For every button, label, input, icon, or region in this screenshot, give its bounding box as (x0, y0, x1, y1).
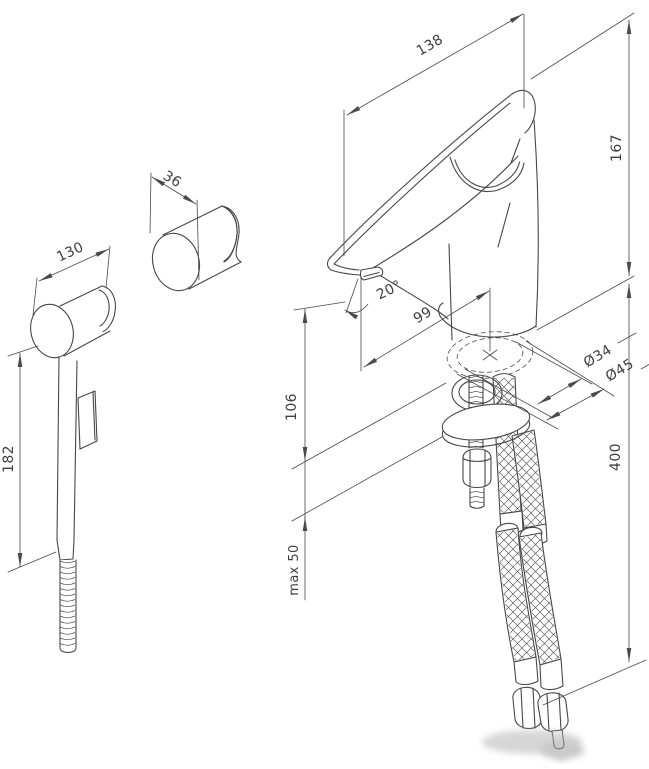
dim-holder-diameter: 36 (160, 168, 184, 191)
mixer-handle (326, 89, 536, 276)
dim-handspray-height: 182 (1, 445, 17, 473)
dimension-167: 167 (530, 12, 635, 331)
spray-hose-corrugated (59, 559, 77, 654)
aerator (359, 266, 384, 281)
fixing-nut (462, 448, 492, 509)
mounting-hole (446, 287, 534, 379)
dim-handle-width: 138 (414, 32, 446, 60)
spray-head (30, 285, 116, 359)
hand-spray-figure (30, 285, 116, 654)
stud-tip (470, 488, 484, 506)
dim-total-height: 167 (609, 134, 625, 162)
hole-center-mark (482, 349, 498, 361)
hose-end-nut (537, 692, 569, 733)
basin-mixer-figure: 20° (326, 89, 539, 341)
dimension-36: 36 (149, 168, 200, 281)
hose-collar (539, 658, 564, 691)
dimension-130: 130 (32, 239, 111, 316)
hose-collar (513, 656, 539, 686)
watermark (482, 730, 584, 762)
dimension-106-max50: 106 max 50 (284, 301, 346, 601)
dim-hose-length: 400 (608, 443, 624, 471)
dim-base-diameter: Ø45 (603, 356, 637, 385)
spray-angle-annotation: 20° (344, 278, 404, 320)
supply-hoses-lower (495, 522, 569, 750)
dimension-182: 182 (1, 345, 57, 573)
countertop-lines (291, 382, 447, 522)
dim-spout-height: 106 (284, 393, 300, 421)
spray-handle (56, 356, 98, 561)
wall-holder-figure (151, 205, 242, 292)
spray-holder-clip (77, 390, 98, 450)
fixing-washer (441, 403, 531, 448)
hose-end-nut (512, 686, 543, 730)
dimension-138: 138 (343, 13, 525, 257)
dim-deck-thickness: max 50 (287, 544, 302, 595)
dim-spout-angle: 20° (374, 278, 404, 304)
dimension-400: 400 (542, 283, 647, 706)
